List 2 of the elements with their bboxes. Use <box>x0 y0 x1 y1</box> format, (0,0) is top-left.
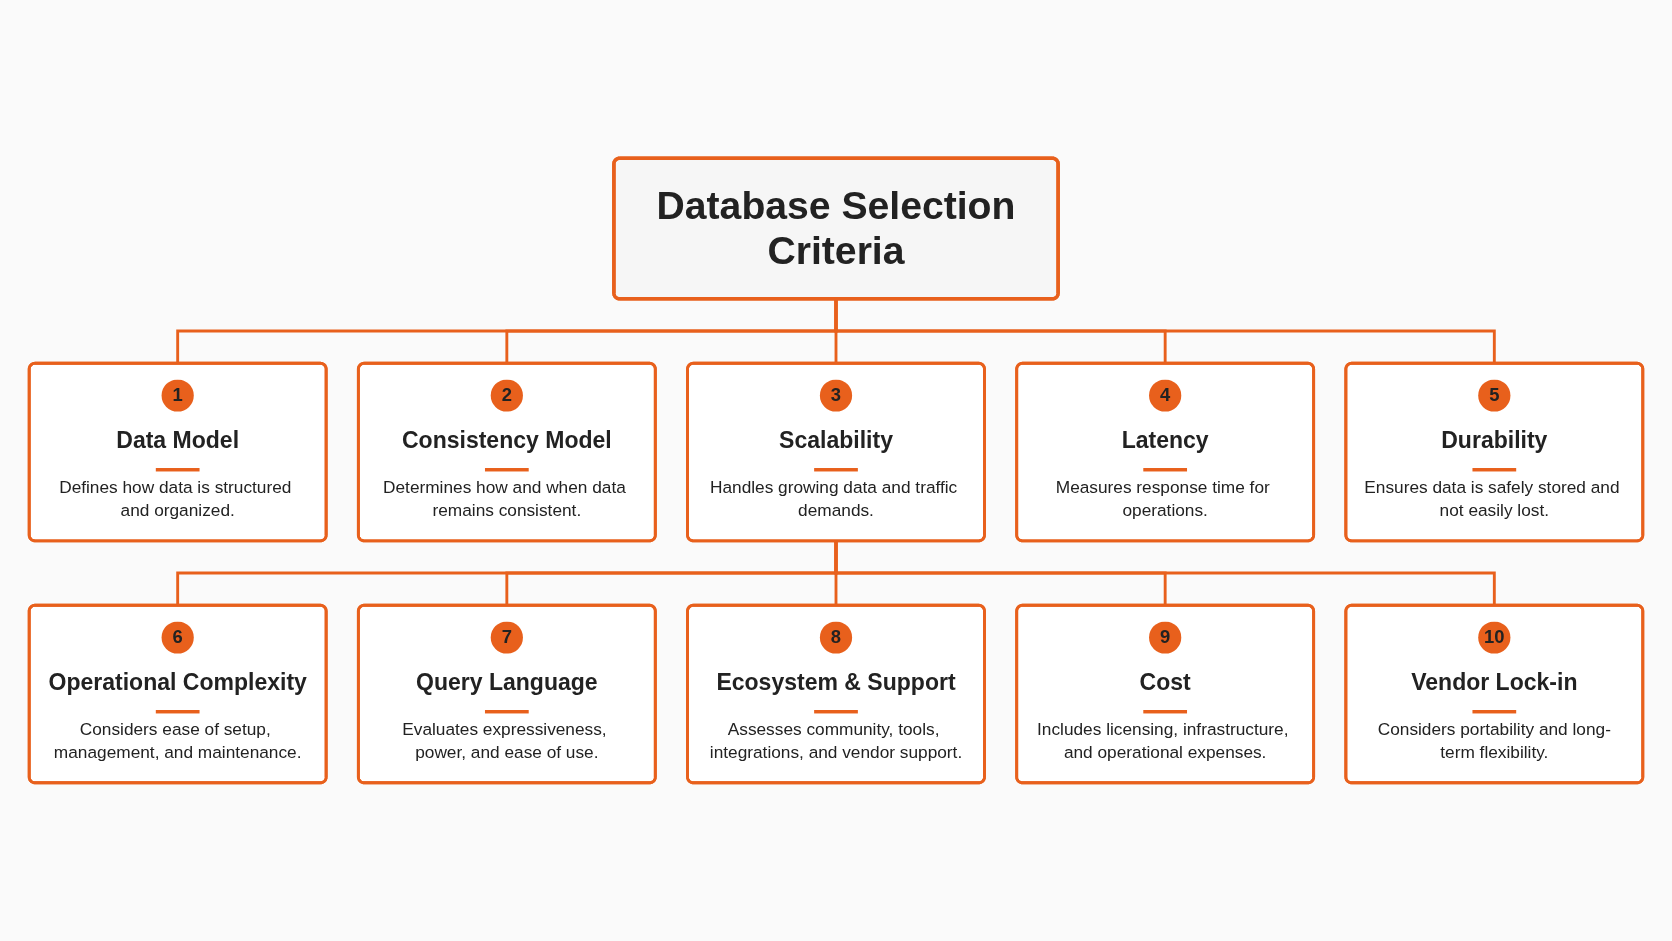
connector <box>834 540 1496 606</box>
connector <box>834 298 1496 364</box>
